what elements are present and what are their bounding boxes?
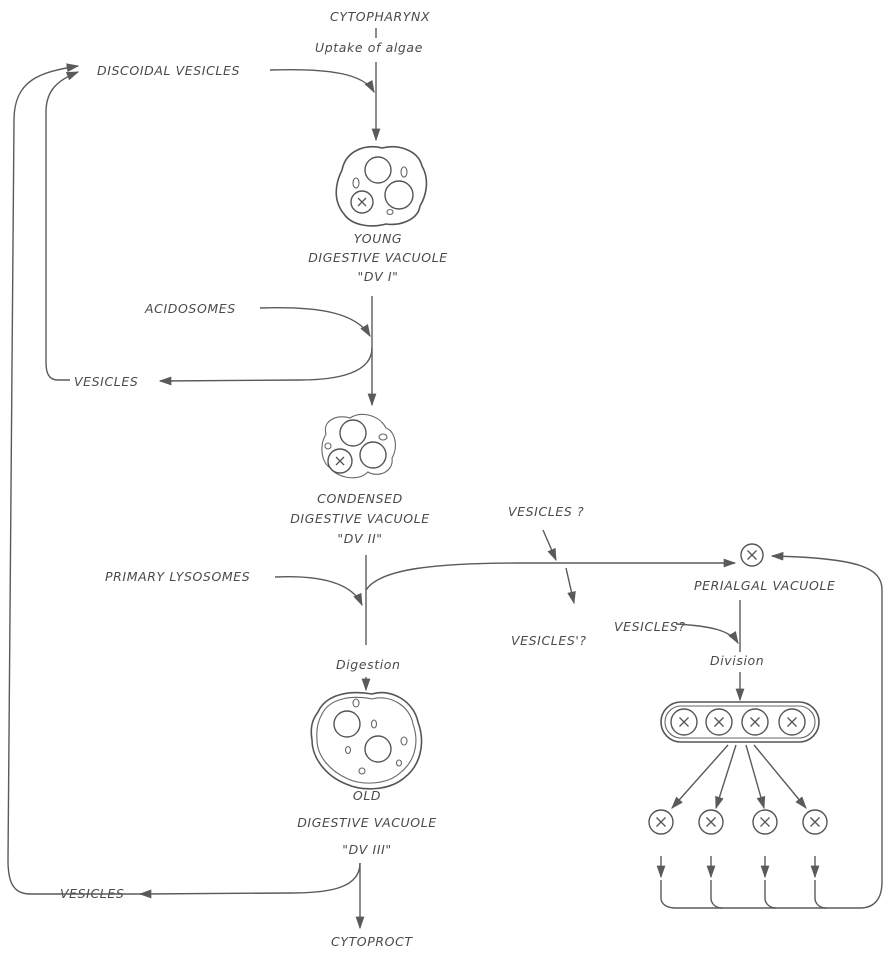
- vesicle-recycling-loop: [7, 63, 148, 895]
- dividing-vacuole-chain: [660, 701, 820, 743]
- division-label: Division: [710, 653, 764, 668]
- primary-lysosomes-label: PRIMARY LYSOSOMES: [105, 569, 250, 584]
- vesicles-in-arrow: [542, 529, 557, 562]
- vesicles-upper-branch: [158, 347, 373, 386]
- old-vacuole-label-line1: OLD: [353, 788, 381, 803]
- primary-lysosomes-arrow: [274, 576, 363, 607]
- vesicle-recycling-inner-loop: [45, 71, 80, 381]
- old-digestive-vacuole-icon: [310, 691, 423, 790]
- cytopharynx-label: CYTOPHARYNX: [330, 9, 430, 24]
- dv2-to-perialgal-arrow: [365, 558, 737, 591]
- division-arrow-2: [715, 744, 737, 810]
- condensed-digestive-vacuole-icon: [321, 413, 396, 479]
- condensed-vacuole-label-line2: DIGESTIVE VACUOLE: [290, 511, 430, 526]
- division-arrow-1: [671, 744, 729, 809]
- daughter-vacuoles: [648, 809, 828, 835]
- condensed-vacuole-label-line1: CONDENSED: [317, 491, 403, 506]
- vesicles-upper-label: VESICLES: [74, 374, 138, 389]
- young-vacuole-label-line1: YOUNG: [354, 231, 402, 246]
- vesicles-question-right-label: VESICLES?: [614, 619, 686, 634]
- vesicles-right-arrow: [675, 623, 739, 645]
- vesicles-out-arrow: [565, 567, 576, 605]
- acidosomes-arrow: [259, 306, 371, 338]
- discoidal-vesicles-label: DISCOIDAL VESICLES: [97, 63, 240, 78]
- perialgal-vacuole-label: PERIALGAL VACUOLE: [694, 578, 836, 593]
- vesicles-question-top-label: VESICLES ?: [508, 504, 584, 519]
- digestion-label: Digestion: [336, 657, 401, 672]
- old-vacuole-label-line2: DIGESTIVE VACUOLE: [297, 815, 437, 830]
- old-vacuole-label-line3: "DV III": [342, 842, 392, 857]
- condensed-vacuole-label-line3: "DV II": [337, 531, 382, 546]
- young-digestive-vacuole-icon: [335, 146, 428, 227]
- uptake-label: Uptake of algae: [315, 40, 423, 55]
- cytoproct-label: CYTOPROCT: [331, 934, 413, 949]
- perialgal-return-loop: [660, 551, 883, 909]
- vesicles-lower-branch: [138, 862, 361, 899]
- young-vacuole-label-line2: DIGESTIVE VACUOLE: [308, 250, 448, 265]
- acidosomes-label: ACIDOSOMES: [144, 301, 236, 316]
- division-arrow-3: [745, 744, 766, 810]
- vesicles-question-mid-label: VESICLES'?: [511, 633, 587, 648]
- discoidal-vesicles-arrow: [269, 68, 375, 94]
- division-arrow-4: [753, 744, 807, 809]
- young-vacuole-label-line3: "DV I": [358, 269, 399, 284]
